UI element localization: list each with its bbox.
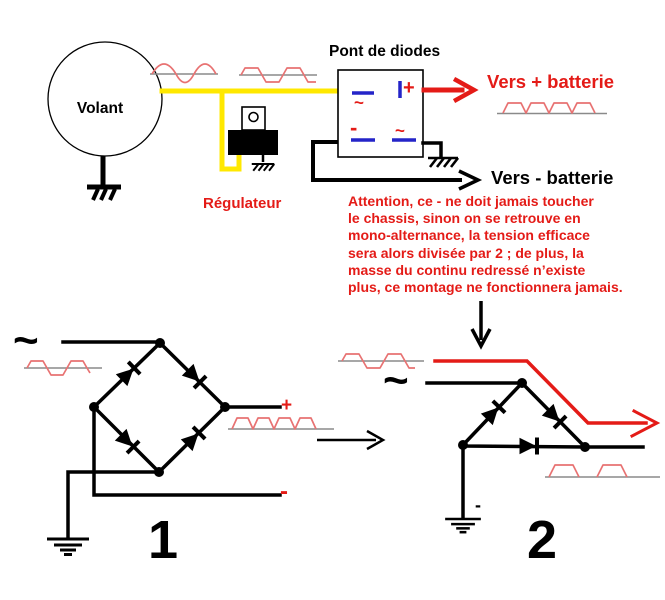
sine-wave-icon [150, 63, 218, 84]
minus-output-arrow [311, 140, 483, 191]
warning-line: sera alors divisée par 2 ; de plus, la [348, 244, 584, 261]
warning-line: masse du continu redressé n’existe [348, 261, 586, 278]
warning-line: plus, ce montage ne fonctionnera jamais. [348, 279, 623, 296]
plus-output-arrow [421, 76, 479, 104]
bridge-terminal-marks [351, 81, 416, 142]
diagram1-plus-label: + [281, 395, 293, 416]
rectified-wave-icon [497, 102, 607, 115]
bridge-minus-label: - [350, 115, 358, 140]
warning-text: Attention, ce - ne doit jamais toucher l… [348, 193, 665, 296]
rectified-wave-icon [228, 417, 334, 430]
flywheel-ground-icon [87, 156, 121, 201]
diagram1-minus-label: - [280, 478, 288, 505]
warning-line: le chassis, sinon on se retrouve en [348, 210, 581, 227]
arrow-down-icon [470, 301, 492, 350]
regulator-branch-wire [219, 88, 242, 172]
diode-bridge-box [337, 69, 424, 158]
clipped-wave-icon [24, 360, 102, 376]
regulator-label: Régulateur [203, 195, 282, 212]
ac-symbol: ~ [383, 356, 409, 405]
arrow-right-icon [317, 429, 386, 451]
regulator-ground-icon [250, 163, 276, 172]
flywheel-circle [47, 41, 163, 157]
regulator-component [228, 106, 278, 172]
diagram2-minus-label: - [475, 495, 481, 515]
ground-icon [45, 537, 91, 556]
to-minus-battery-label: Vers - batterie [491, 167, 614, 188]
chassis-ground-icon [426, 156, 460, 169]
bridge-title: Pont de diodes [329, 43, 441, 60]
half-wave-icon [545, 464, 660, 478]
diagram1-number: 1 [148, 510, 179, 570]
clipped-wave-icon [239, 67, 317, 83]
bridge-ac-top-label: ~ [354, 93, 364, 112]
to-plus-battery-label: Vers + batterie [487, 71, 615, 92]
bridge-rectifier-diagram [24, 338, 334, 556]
red-bypass-wire [433, 359, 661, 439]
ac-symbol: ~ [13, 316, 39, 365]
diagram2-number: 2 [527, 510, 558, 570]
clipped-wave-icon [338, 353, 424, 369]
flywheel-label: Volant [76, 100, 124, 117]
bridge-ground-wire [421, 141, 443, 158]
diode-icon [518, 435, 539, 457]
half-wave-diagram [338, 353, 661, 534]
ground-icon [443, 517, 483, 534]
bridge-plus-label: + [403, 77, 415, 99]
warning-line: Attention, ce - ne doit jamais toucher [348, 193, 594, 209]
warning-line: mono-alternance, la tension efficace [348, 227, 590, 244]
bridge-ac-bottom-label: ~ [395, 121, 405, 140]
